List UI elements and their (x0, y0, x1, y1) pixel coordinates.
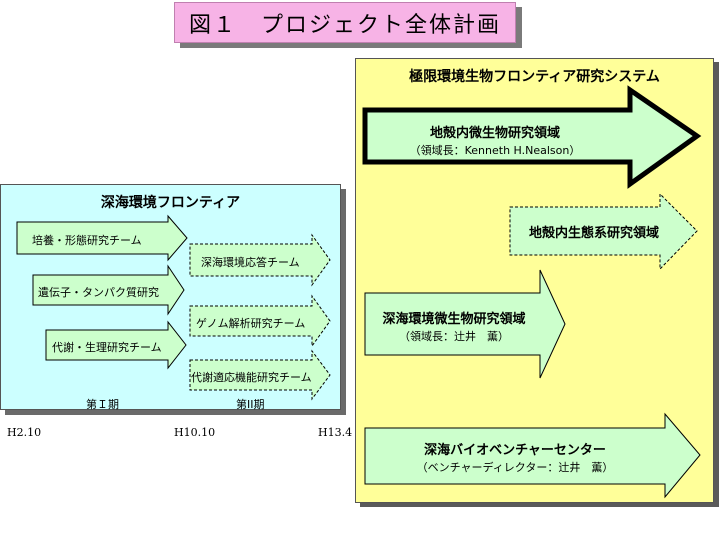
team-culture-label: 培養・形態研究チーム (32, 234, 142, 247)
arrow-team-gene-protein (32, 264, 185, 316)
arrow-team-deepsea-response (189, 233, 331, 287)
area-leader-subsurface-microbe: （領域長：Kenneth H.Nealson） (409, 144, 581, 157)
area-leader-deepsea-microbe: （領域長：辻井 薫） (399, 330, 509, 343)
timeline-tick-h2: H2.10 (7, 426, 42, 439)
arrow-team-genome (189, 294, 331, 348)
arrow-subsurface-microbe (362, 85, 702, 189)
area-name-subsurface-microbe: 地殻内微生物研究領域 (429, 126, 560, 141)
arrow-team-adaptation (189, 349, 331, 401)
team-deepsea-response-label: 深海環境応答チーム (201, 256, 300, 269)
timeline-tick-h13: H13.4 (318, 426, 353, 439)
system-panel-title: 極限環境生物フロンティア研究システム (409, 69, 660, 85)
phase2-label: 第II期 (236, 398, 265, 411)
team-metabolism-label: 代謝・生理研究チーム (52, 341, 162, 354)
arrow-team-culture (16, 214, 188, 262)
area-leader-venture-center: （ベンチャーディレクター：辻井 薫） (416, 461, 614, 474)
frontier-panel-title: 深海環境フロンティア (100, 195, 241, 211)
team-gene-protein-label: 遺伝子・タンパク質研究 (38, 286, 159, 299)
page-title: 図１ プロジェクト全体計画 (174, 2, 516, 43)
area-name-deepsea-microbe: 深海環境微生物研究領域 (382, 312, 526, 327)
arrow-subsurface-ecosystem (509, 192, 698, 271)
team-genome-label: ゲノム解析研究チーム (196, 317, 306, 330)
team-adaptation-label: 代謝適応機能研究チーム (191, 371, 312, 384)
area-name-venture-center: 深海バイオベンチャーセンター (424, 443, 606, 458)
arrow-venture-center (364, 412, 701, 499)
phase1-label: 第Ｉ期 (86, 398, 119, 411)
arrow-deepsea-microbe (364, 269, 566, 379)
area-name-subsurface-ecosystem: 地殻内生態系研究領域 (528, 226, 659, 241)
timeline-tick-h10: H10.10 (174, 426, 216, 439)
arrow-team-metabolism (45, 320, 187, 370)
